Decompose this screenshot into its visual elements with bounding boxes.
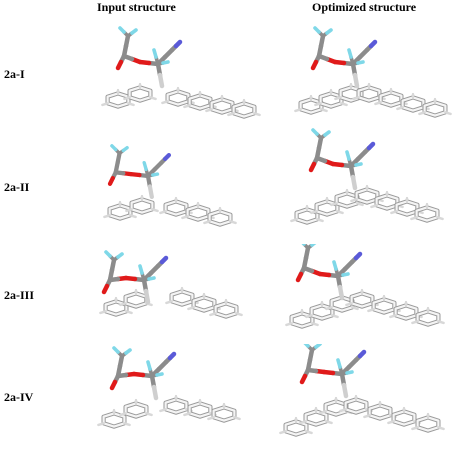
molecule-2a-IV-input	[97, 346, 241, 429]
column-header-input: Input structure	[97, 0, 176, 14]
molecule-2a-II-input	[103, 144, 237, 227]
row-label-2a-II: 2a-II	[4, 180, 30, 194]
molecule-2a-I-optimized	[294, 26, 452, 118]
molecule-2a-III-optimized	[285, 244, 445, 329]
molecule-2a-IV-optimized	[279, 344, 445, 437]
column-header-optimized: Optimized structure	[312, 0, 417, 14]
row-label-2a-III: 2a-III	[4, 288, 35, 302]
molecule-2a-III-input	[99, 250, 243, 319]
molecule-2a-II-optimized	[290, 128, 444, 225]
row-label-2a-I: 2a-I	[4, 67, 25, 81]
molecule-2a-I-input	[101, 26, 261, 119]
row-label-2a-IV: 2a-IV	[4, 390, 34, 404]
